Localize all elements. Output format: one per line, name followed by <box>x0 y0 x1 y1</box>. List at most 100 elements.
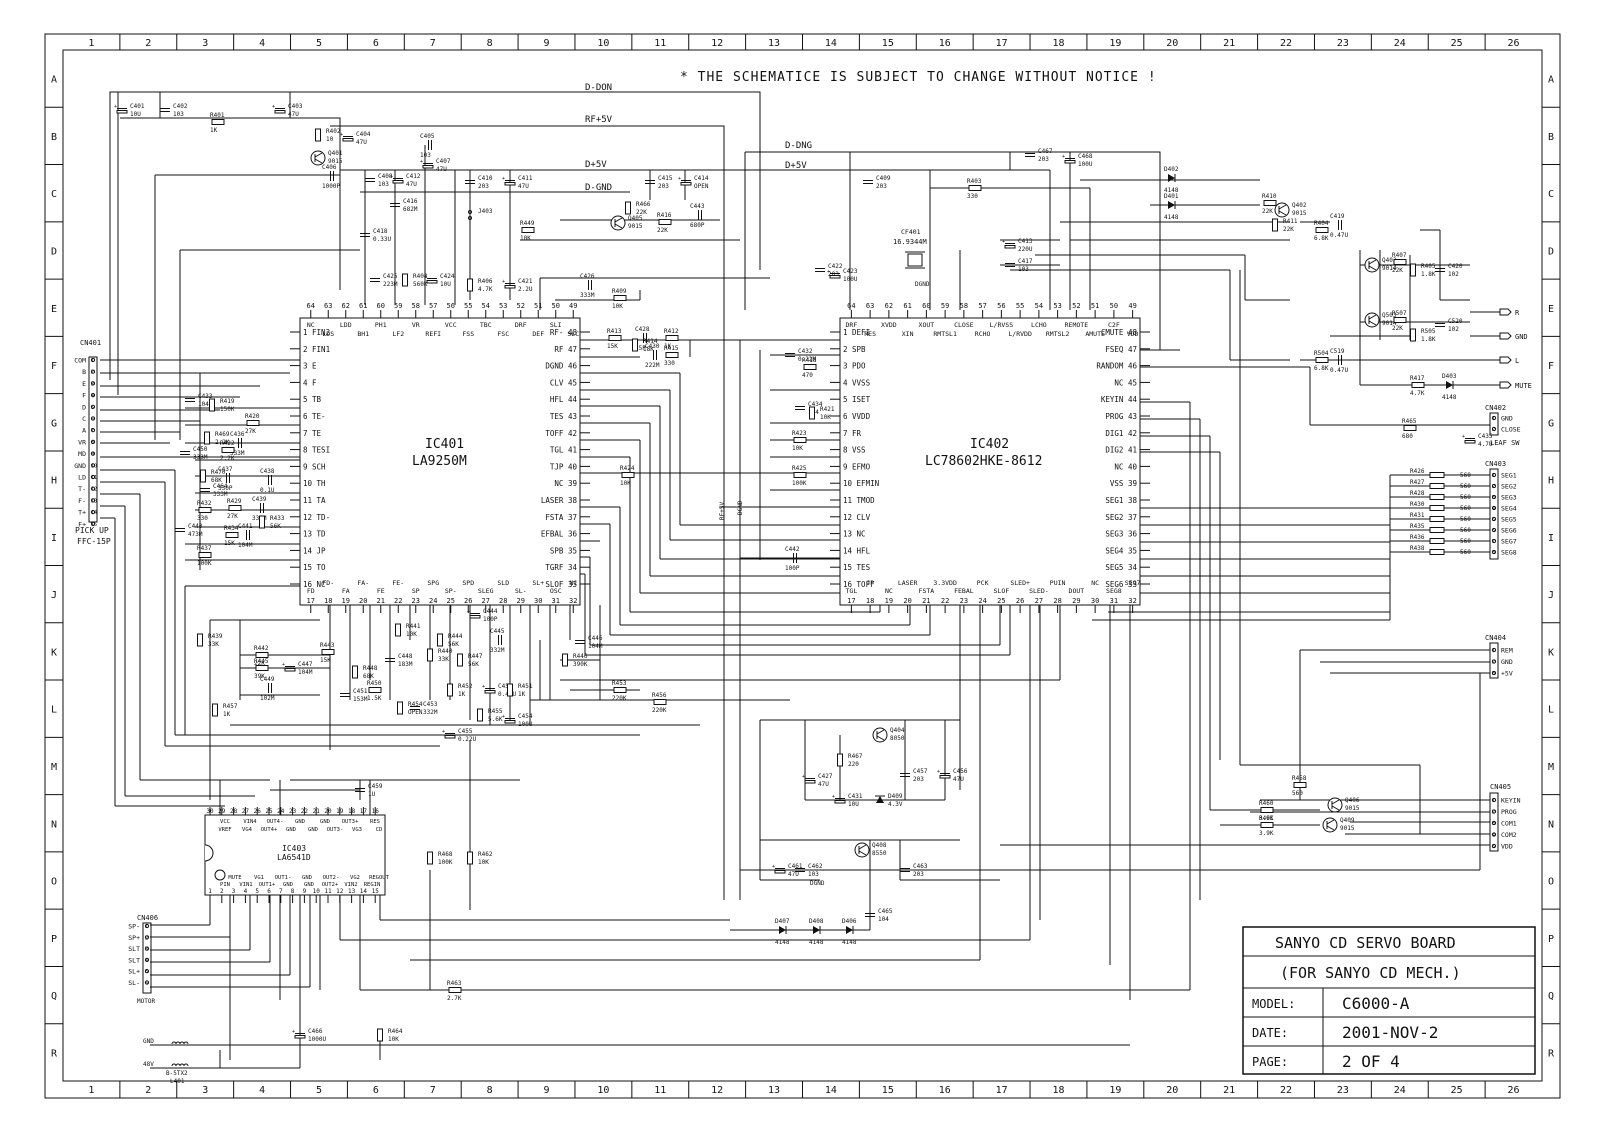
component-value: 4148 <box>1164 214 1179 221</box>
pin-number: 60 <box>377 302 385 310</box>
misc-labels: DGND GND 48V RF+5V DGND DGND <box>143 281 930 1068</box>
resistor-body <box>1410 263 1416 277</box>
pin-number: 30 <box>1091 597 1099 605</box>
pin-label: 8 TESI <box>303 446 330 455</box>
pin-number: 51 <box>1091 302 1099 310</box>
resistor-body <box>377 1028 383 1042</box>
title-line-1: SANYO CD SERVO BOARD <box>1275 934 1456 952</box>
component-value: 10K <box>388 1036 399 1043</box>
grid-row-left: D <box>51 246 57 257</box>
resistor-body <box>255 652 269 658</box>
pin-number: 2 <box>91 370 94 376</box>
resistor-body <box>968 185 982 191</box>
pin-label: TBC <box>480 321 492 329</box>
component-ref: C415 <box>658 175 673 182</box>
pin-number: 2 <box>1492 660 1495 666</box>
pin-label: FA- <box>357 579 369 587</box>
component-value: 9015 <box>1345 805 1360 812</box>
pin-label: FSTA 37 <box>545 513 577 522</box>
component-ref: R415 <box>664 345 679 352</box>
pin-label: F- <box>78 497 86 505</box>
component-value: 22K <box>1262 208 1273 215</box>
component-value: 10 <box>326 136 334 143</box>
pin-number: 13 <box>348 888 356 895</box>
pin-label: LF2 <box>392 330 404 338</box>
pin-number: 54 <box>482 302 490 310</box>
resistor-value: 560 <box>1460 494 1471 501</box>
component-ref: C412 <box>406 173 421 180</box>
component-value: 473M <box>188 531 203 538</box>
component-value: 0.1U <box>260 487 275 494</box>
pin-label: NC <box>1091 579 1099 587</box>
pin-number: 5 <box>255 888 259 895</box>
resistor-body <box>1429 472 1445 478</box>
pin-label: DRF <box>846 321 858 329</box>
connector-pin <box>90 416 96 421</box>
grid-row-left: I <box>51 533 57 544</box>
pin-number: 28 <box>1053 597 1061 605</box>
page-label: PAGE: <box>1252 1055 1288 1069</box>
component-ref: C432 <box>798 348 813 355</box>
component-value: 0.33U <box>373 236 391 243</box>
connector-pin <box>1491 538 1497 544</box>
resistor-value: 560 <box>1460 483 1471 490</box>
connector-pin <box>90 486 96 491</box>
grid-row-right: K <box>1548 647 1554 658</box>
pin-label: COM <box>74 357 86 365</box>
component-value: 333M <box>230 450 245 457</box>
component-value: 4148 <box>1442 394 1457 401</box>
pin-label: TGL <box>846 587 858 595</box>
component-ref: R465 <box>1402 418 1417 425</box>
pin-label: 5 ISET <box>843 395 871 404</box>
pin-label: SEG8 <box>1501 549 1517 557</box>
pin-label: 2 SPB <box>843 345 866 354</box>
component-value: 0.47U <box>1330 232 1348 239</box>
component-value: 27K <box>245 428 256 435</box>
pin-label: SL- <box>128 979 140 987</box>
pin-label: GND <box>302 875 312 881</box>
transistor-icon <box>1327 797 1343 813</box>
pin-label: SP <box>412 587 420 595</box>
grid-col-bottom: 14 <box>825 1085 837 1096</box>
connector-pin <box>1491 659 1497 664</box>
component-value: 100K <box>197 560 212 567</box>
component-value: 333M <box>193 454 208 461</box>
component-value: 27K <box>227 513 238 520</box>
wires <box>100 91 1490 1069</box>
dgnd-vertical-label: DGND <box>737 500 744 515</box>
pin-label: 3 PDO <box>843 362 866 371</box>
connector-pin <box>1491 472 1497 478</box>
pin-number: 56 <box>447 302 455 310</box>
gnd-input-label: GND <box>143 1038 154 1045</box>
pin-label: OSC <box>550 587 562 595</box>
pin-number: 23 <box>412 597 420 605</box>
component-value: 3.9K <box>1259 815 1274 822</box>
component-value: 1000U <box>308 1036 326 1043</box>
pin-number: 3 <box>1492 495 1495 501</box>
diode-icon <box>813 926 820 934</box>
component-value: 10K <box>478 859 489 866</box>
pin-label: SEG5 <box>1501 516 1517 524</box>
pin-number: 8 <box>291 888 295 895</box>
pin-label: VCC <box>445 321 457 329</box>
connector-pin <box>144 980 150 985</box>
resistor-body <box>1263 200 1277 206</box>
component-ref: C454 <box>518 713 533 720</box>
component-value: 470 <box>802 372 813 379</box>
transistor-lead <box>1278 204 1287 210</box>
pin-label: JP <box>866 579 874 587</box>
component-ref: C401 <box>130 103 145 110</box>
